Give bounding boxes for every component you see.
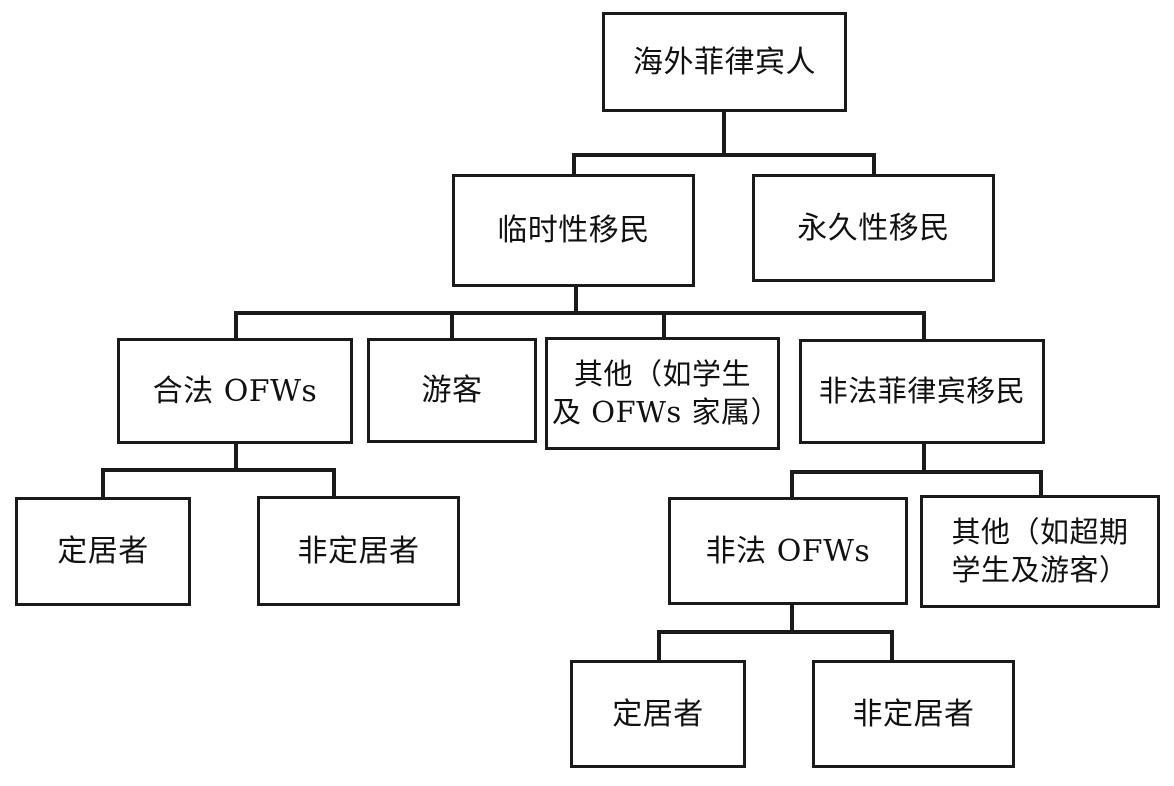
- edge-illegal-ofws-to-settlers: [657, 630, 661, 661]
- node-label: 其他（如学生 及 OFWs 家属）: [552, 356, 781, 429]
- edge-illegal-ofws-stem: [790, 604, 794, 632]
- edge-root-to-temporary: [572, 153, 576, 176]
- edge-illegal-ofws-bus: [657, 630, 894, 634]
- edge-legal-ofws-to-non-settlers: [332, 468, 336, 498]
- node-label: 定居者: [57, 534, 149, 569]
- edge-legal-ofws-to-settlers: [101, 468, 105, 498]
- node-legal-non-settlers[interactable]: 非定居者: [257, 496, 460, 606]
- node-others-overstaying[interactable]: 其他（如超期 学生及游客）: [920, 495, 1160, 608]
- node-illegal-settlers[interactable]: 定居者: [570, 660, 746, 768]
- node-legal-settlers[interactable]: 定居者: [15, 497, 191, 606]
- edge-temporary-to-tourists: [450, 311, 454, 340]
- node-tourists[interactable]: 游客: [367, 338, 537, 443]
- node-label: 非定居者: [852, 696, 975, 732]
- node-illegal-filipino-migrants[interactable]: 非法菲律宾移民: [799, 339, 1045, 444]
- node-others-students-ofw-family[interactable]: 其他（如学生 及 OFWs 家属）: [545, 337, 780, 450]
- edge-illegal-migrants-bus: [790, 470, 1043, 474]
- edge-illegal-migrants-stem: [922, 442, 926, 472]
- edge-legal-ofws-stem: [234, 442, 238, 470]
- node-label: 其他（如超期 学生及游客）: [951, 514, 1129, 587]
- node-permanent-migrants[interactable]: 永久性移民: [752, 174, 995, 282]
- node-label: 永久性移民: [797, 210, 950, 246]
- node-temporary-migrants[interactable]: 临时性移民: [452, 174, 695, 287]
- edge-temporary-bus: [234, 311, 926, 315]
- edge-temporary-to-others-students: [662, 311, 666, 340]
- node-overseas-filipinos[interactable]: 海外菲律宾人: [602, 12, 847, 112]
- node-label: 游客: [421, 373, 483, 408]
- edge-root-stem: [722, 110, 726, 155]
- edge-illegal-migrants-to-illegal-ofws: [790, 470, 794, 498]
- node-legal-ofws[interactable]: 合法 OFWs: [117, 338, 353, 444]
- node-label: 临时性移民: [497, 213, 650, 248]
- edge-temporary-stem: [574, 285, 578, 313]
- node-label: 非法菲律宾移民: [818, 373, 1026, 408]
- node-illegal-non-settlers[interactable]: 非定居者: [812, 660, 1015, 768]
- node-label: 非定居者: [297, 533, 420, 569]
- node-label: 海外菲律宾人: [633, 44, 816, 80]
- edge-temporary-to-legal-ofws: [234, 311, 238, 340]
- edge-root-bus: [572, 153, 876, 157]
- node-label: 合法 OFWs: [152, 373, 318, 409]
- node-illegal-ofws[interactable]: 非法 OFWs: [668, 497, 908, 605]
- edge-root-to-permanent: [872, 153, 876, 176]
- edge-temporary-to-illegal-migrants: [922, 311, 926, 340]
- edge-illegal-migrants-to-others-overstay: [1039, 470, 1043, 497]
- node-label: 定居者: [612, 696, 704, 732]
- edge-illegal-ofws-to-non-settlers: [890, 630, 894, 661]
- edge-legal-ofws-bus: [101, 468, 336, 472]
- node-label: 非法 OFWs: [705, 533, 871, 569]
